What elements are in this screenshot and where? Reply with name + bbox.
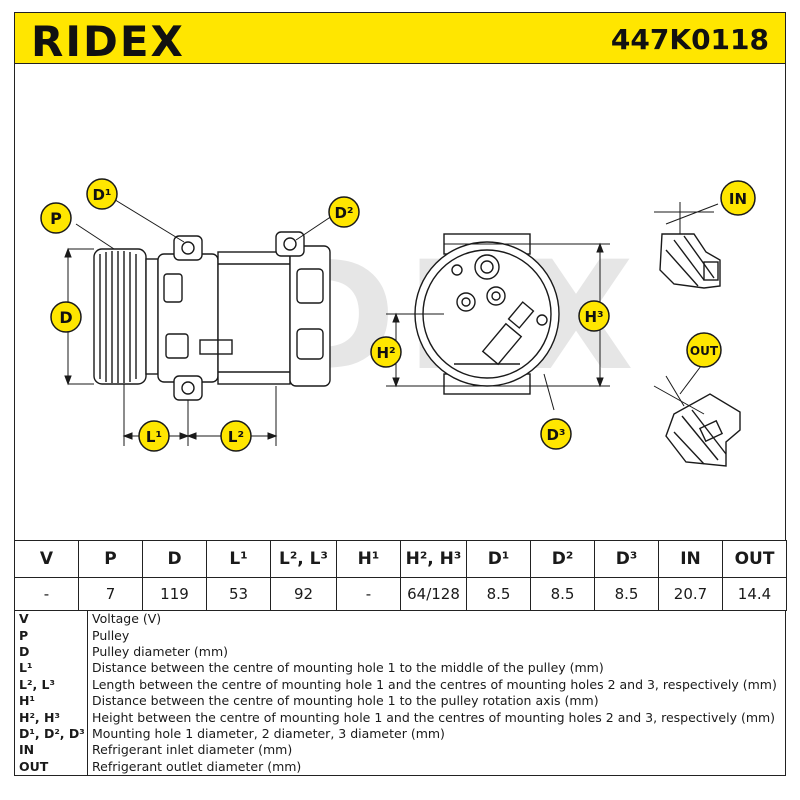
legend-description: Pulley xyxy=(92,627,130,643)
spec-header: D² xyxy=(530,540,595,578)
svg-text:IN: IN xyxy=(729,190,747,208)
label-IN: IN xyxy=(720,180,756,216)
spec-header: H², H³ xyxy=(400,540,467,578)
label-L2: L² xyxy=(220,420,252,452)
legend-description: Mounting hole 1 diameter, 2 diameter, 3 … xyxy=(92,725,445,741)
rear-view-drawing xyxy=(414,233,560,395)
legend-symbol: H², H³ xyxy=(14,709,88,726)
spec-header: H¹ xyxy=(336,540,401,578)
inlet-dimensions xyxy=(654,202,719,234)
compressor-front-housing xyxy=(157,235,219,401)
pulley-drawing xyxy=(93,248,159,385)
legend-symbol: P xyxy=(14,627,88,644)
legend-description: Refrigerant outlet diameter (mm) xyxy=(92,758,302,774)
specs-header-row: V P D L¹ L², L³ H¹ H², H³ D¹ D² D³ IN OU… xyxy=(14,540,787,578)
legend-description: Length between the centre of mounting ho… xyxy=(92,676,777,692)
spec-header: OUT xyxy=(722,540,787,578)
spec-header: L¹ xyxy=(206,540,271,578)
spec-value: 64/128 xyxy=(400,577,467,611)
svg-text:D³: D³ xyxy=(546,426,565,444)
drawing-frame xyxy=(14,64,786,540)
legend-description: Pulley diameter (mm) xyxy=(92,643,228,659)
label-OUT: OUT xyxy=(686,332,722,368)
spec-value: 7 xyxy=(78,577,143,611)
svg-text:P: P xyxy=(50,209,62,228)
spec-header: IN xyxy=(658,540,723,578)
svg-text:D: D xyxy=(59,308,72,327)
spec-value: 119 xyxy=(142,577,207,611)
spec-header: P xyxy=(78,540,143,578)
legend-description: Height between the centre of mounting ho… xyxy=(92,709,776,725)
label-D3: D³ xyxy=(540,418,572,450)
compressor-body xyxy=(199,231,331,387)
svg-text:OUT: OUT xyxy=(690,344,719,358)
svg-text:H³: H³ xyxy=(584,308,603,326)
label-P: P xyxy=(40,202,72,234)
label-L1: L¹ xyxy=(138,420,170,452)
spec-value: 8.5 xyxy=(594,577,659,611)
inlet-detail-drawing xyxy=(659,233,721,289)
label-H2: H² xyxy=(370,336,402,368)
label-D1: D¹ xyxy=(86,178,118,210)
part-number: 447K0118 xyxy=(610,23,769,56)
spec-value: - xyxy=(336,577,401,611)
technical-drawing: P D¹ D² D L¹ L² H² H³ xyxy=(40,178,756,467)
svg-text:D¹: D¹ xyxy=(92,186,111,204)
side-view-dimensions xyxy=(64,197,333,446)
spec-header: D¹ xyxy=(466,540,531,578)
legend-description: Distance between the centre of mounting … xyxy=(92,693,599,709)
spec-value: 8.5 xyxy=(530,577,595,611)
legend-description: Distance between the centre of mounting … xyxy=(92,660,604,676)
spec-value: 8.5 xyxy=(466,577,531,611)
spec-value: 20.7 xyxy=(658,577,723,611)
legend-symbol: OUT xyxy=(14,758,88,776)
label-D: D xyxy=(50,301,82,333)
legend-symbol: H¹ xyxy=(14,692,88,710)
legend-symbol: L¹ xyxy=(14,660,88,677)
label-D2: D² xyxy=(328,196,360,228)
label-bubbles: P D¹ D² D L¹ L² H² H³ xyxy=(40,178,756,452)
spec-header: V xyxy=(14,540,79,578)
spec-header: D³ xyxy=(594,540,659,578)
legend-symbol: D xyxy=(14,643,88,661)
svg-text:L²: L² xyxy=(228,428,244,446)
legend-symbol: L², L³ xyxy=(14,676,88,693)
legend-symbol: D¹, D², D³ xyxy=(14,725,88,743)
specs-value-row: - 7 119 53 92 - 64/128 8.5 8.5 8.5 20.7 … xyxy=(14,577,787,611)
svg-text:D²: D² xyxy=(334,204,353,222)
legend-symbol: IN xyxy=(14,742,88,759)
svg-text:L¹: L¹ xyxy=(146,428,162,446)
spec-header: D xyxy=(142,540,207,578)
header-bar: RIDEX 447K0118 xyxy=(14,12,786,66)
rear-view-dimensions xyxy=(386,242,610,411)
label-H3: H³ xyxy=(578,300,610,332)
legend-symbol: V xyxy=(14,610,88,628)
spec-value: 14.4 xyxy=(722,577,787,611)
svg-text:H²: H² xyxy=(376,344,395,362)
specs-table: V P D L¹ L², L³ H¹ H², H³ D¹ D² D³ IN OU… xyxy=(14,540,787,611)
legend-description: Refrigerant inlet diameter (mm) xyxy=(92,742,293,758)
spec-value: 53 xyxy=(206,577,271,611)
brand-logo: RIDEX xyxy=(31,17,185,66)
spec-value: - xyxy=(14,577,79,611)
outlet-detail-drawing xyxy=(665,393,741,467)
spec-value: 92 xyxy=(270,577,337,611)
legend-description: Voltage (V) xyxy=(92,611,162,627)
spec-header: L², L³ xyxy=(270,540,337,578)
outlet-dimensions xyxy=(653,361,705,415)
